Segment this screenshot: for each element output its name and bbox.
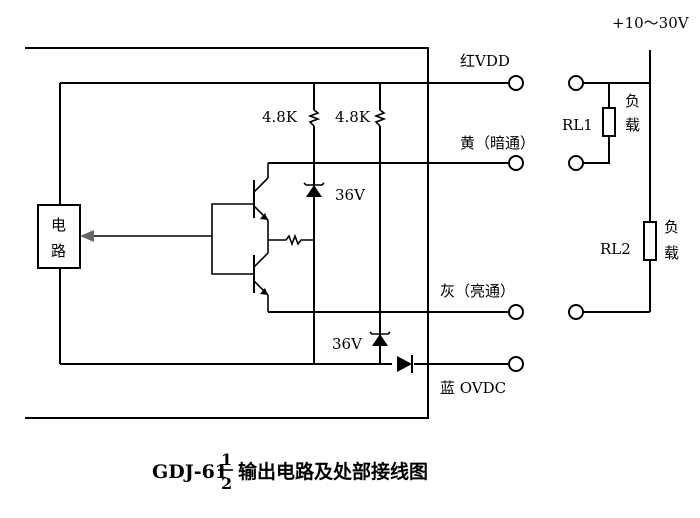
zener-diode-1 bbox=[303, 182, 325, 197]
load2-label-1: 负 bbox=[664, 218, 679, 236]
transistor-pair bbox=[170, 163, 314, 312]
gray-label: 灰（亮通） bbox=[440, 282, 515, 300]
caption: GDJ-61 1 2 输出电路及处部接线图 bbox=[152, 450, 428, 493]
r1-label: 4.8K bbox=[262, 108, 298, 126]
caption-denominator: 2 bbox=[221, 474, 232, 493]
load1-label-1: 负 bbox=[625, 92, 640, 110]
ext-terminal-1 bbox=[568, 75, 584, 91]
terminal-red bbox=[508, 75, 524, 91]
circuit-label-2: 路 bbox=[51, 242, 66, 260]
rl2-resistor bbox=[643, 221, 657, 261]
terminal-blue bbox=[508, 356, 524, 372]
ext-terminal-3 bbox=[568, 304, 584, 320]
output-terminals bbox=[508, 75, 524, 372]
red-vdd-label: 红VDD bbox=[460, 52, 510, 70]
resistor-r1 bbox=[307, 109, 321, 127]
r2-label: 4.8K bbox=[335, 108, 371, 126]
series-diode bbox=[397, 355, 413, 373]
resistor-r2 bbox=[373, 109, 387, 127]
terminal-yellow bbox=[508, 155, 524, 171]
sensor-housing bbox=[25, 47, 429, 419]
circuit-label-1: 电 bbox=[51, 216, 66, 234]
ext-terminal-2 bbox=[568, 155, 584, 171]
yellow-label: 黄（暗通） bbox=[460, 134, 535, 152]
rl1-label: RL1 bbox=[562, 116, 593, 134]
zener2-label: 36V bbox=[332, 335, 363, 353]
rl2-label: RL2 bbox=[600, 240, 631, 258]
load1-label-2: 载 bbox=[625, 116, 640, 134]
internal-wiring bbox=[59, 82, 508, 365]
load2-label-2: 载 bbox=[664, 244, 679, 262]
blue-label: 蓝 OVDC bbox=[440, 379, 506, 397]
caption-text: 输出电路及处部接线图 bbox=[238, 460, 428, 483]
zener-diode-2 bbox=[369, 331, 391, 346]
rl1-resistor bbox=[602, 107, 616, 137]
caption-numerator: 1 bbox=[221, 450, 232, 469]
caption-prefix: GDJ-61 bbox=[152, 461, 228, 483]
zener1-label: 36V bbox=[335, 186, 366, 204]
circuit-block bbox=[37, 204, 170, 269]
external-wiring bbox=[568, 50, 657, 320]
supply-label: +10～30V bbox=[612, 14, 690, 32]
terminal-gray bbox=[508, 304, 524, 320]
